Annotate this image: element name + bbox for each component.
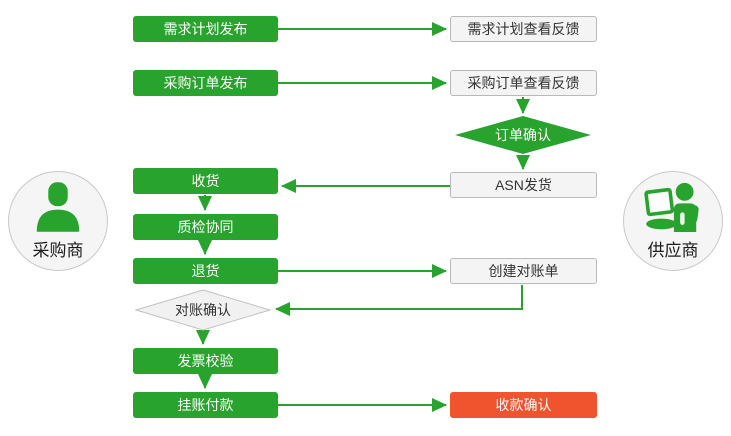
node-receive: 收货 [133, 168, 278, 194]
diamond-shape [455, 116, 591, 154]
node-payment: 挂账付款 [133, 392, 278, 418]
buyer-actor: 采购商 [8, 171, 108, 271]
node-po-publish: 采购订单发布 [133, 70, 278, 96]
node-receipt-confirm: 收款确认 [450, 392, 597, 418]
diamond-shape [135, 289, 271, 331]
node-quality-collab: 质检协同 [133, 214, 278, 240]
node-invoice-check: 发票校验 [133, 348, 278, 374]
node-demand-feedback: 需求计划查看反馈 [450, 16, 597, 42]
supplier-label: 供应商 [647, 241, 699, 260]
node-po-feedback: 采购订单查看反馈 [450, 70, 597, 96]
order-confirm-label: 订单确认 [495, 127, 551, 143]
supplier-laptop-person-icon [644, 180, 702, 232]
node-demand-publish: 需求计划发布 [133, 16, 278, 42]
node-order-confirm: 订单确认 [455, 116, 591, 154]
connector-statement-to-statement-confirm [275, 285, 523, 316]
statement-confirm-label: 对账确认 [175, 302, 231, 318]
buyer-label: 采购商 [32, 241, 84, 260]
buyer-person-icon [35, 180, 81, 232]
node-create-statement: 创建对账单 [450, 258, 597, 284]
node-asn-ship: ASN发货 [450, 172, 597, 198]
node-statement-confirm: 对账确认 [135, 289, 271, 331]
supplier-actor: 供应商 [623, 171, 723, 271]
node-return-goods: 退货 [133, 258, 278, 284]
